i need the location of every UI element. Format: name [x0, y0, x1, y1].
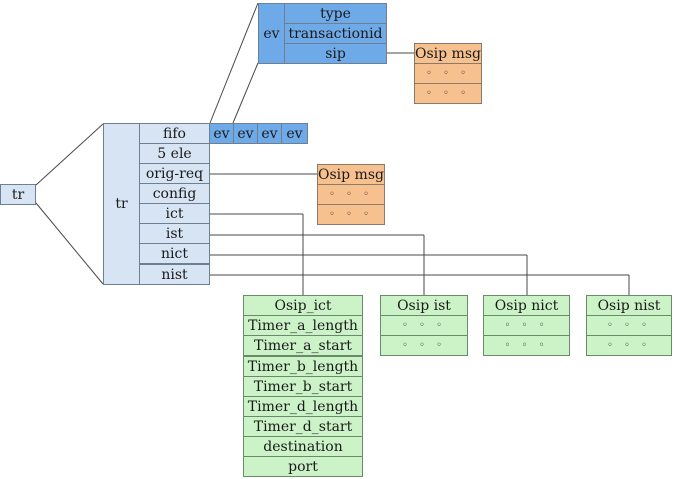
osip-ict-title: Osip_ict [243, 295, 363, 316]
osip-msg-mid-row-2: ◦ ◦ ◦ [317, 204, 385, 225]
osip-ict-field: Timer_d_start [243, 416, 363, 437]
osip-ict-field: Timer_d_length [243, 396, 363, 417]
osip-ist-title: Osip ist [380, 295, 468, 316]
tr-field-ict: ict [139, 203, 210, 224]
osip-msg-top-row-1: ◦ ◦ ◦ [414, 63, 482, 84]
fifo-ev-1: ev [209, 123, 234, 144]
tr-field-config: config [139, 183, 210, 204]
fifo-ev-2: ev [233, 123, 258, 144]
osip-msg-mid-row-1: ◦ ◦ ◦ [317, 184, 385, 205]
connector-root-bottom [35, 202, 104, 285]
connector-fifo-ev2 [232, 62, 259, 124]
fifo-ev-3: ev [257, 123, 282, 144]
osip-nist-row-2: ◦ ◦ ◦ [586, 335, 672, 356]
osip-msg-top-row-2: ◦ ◦ ◦ [414, 83, 482, 104]
tr-field-5-ele: 5 ele [139, 143, 210, 164]
osip-ict-field: destination [243, 436, 363, 457]
osip-ist-row-2: ◦ ◦ ◦ [380, 335, 468, 356]
osip-msg-top-title: Osip msg [414, 43, 482, 64]
osip-nict-row-1: ◦ ◦ ◦ [483, 315, 570, 336]
osip-ict-field: Timer_a_start [243, 335, 363, 356]
osip-nist-title: Osip nist [586, 295, 672, 316]
osip-nict-title: Osip nict [483, 295, 570, 316]
osip-ist-row-1: ◦ ◦ ◦ [380, 315, 468, 336]
tr-field-nist: nist [139, 264, 210, 285]
tr-field-ist: ist [139, 223, 210, 244]
osip-ict-field: Timer_b_start [243, 376, 363, 397]
tr-field-nict: nict [139, 243, 210, 264]
osip-nict-row-2: ◦ ◦ ◦ [483, 335, 570, 356]
ev-field-type: type [284, 3, 387, 24]
ev-struct-label: ev [258, 3, 285, 64]
connector-fifo-ev1 [209, 2, 259, 124]
root-tr-box: tr [0, 184, 36, 205]
osip-msg-mid-title: Osip msg [317, 164, 385, 185]
osip-ict-field: port [243, 456, 363, 477]
fifo-ev-4: ev [281, 123, 308, 144]
tr-struct-label: tr [103, 123, 140, 285]
osip-ict-field: Timer_a_length [243, 315, 363, 336]
ev-field-sip: sip [284, 43, 387, 64]
ev-field-transactionid: transactionid [284, 23, 387, 44]
connector-root-top [35, 123, 104, 186]
tr-field-orig-req: orig-req [139, 163, 210, 184]
osip-nist-row-1: ◦ ◦ ◦ [586, 315, 672, 336]
osip-ict-field: Timer_b_length [243, 356, 363, 377]
tr-field-fifo: fifo [139, 123, 210, 144]
